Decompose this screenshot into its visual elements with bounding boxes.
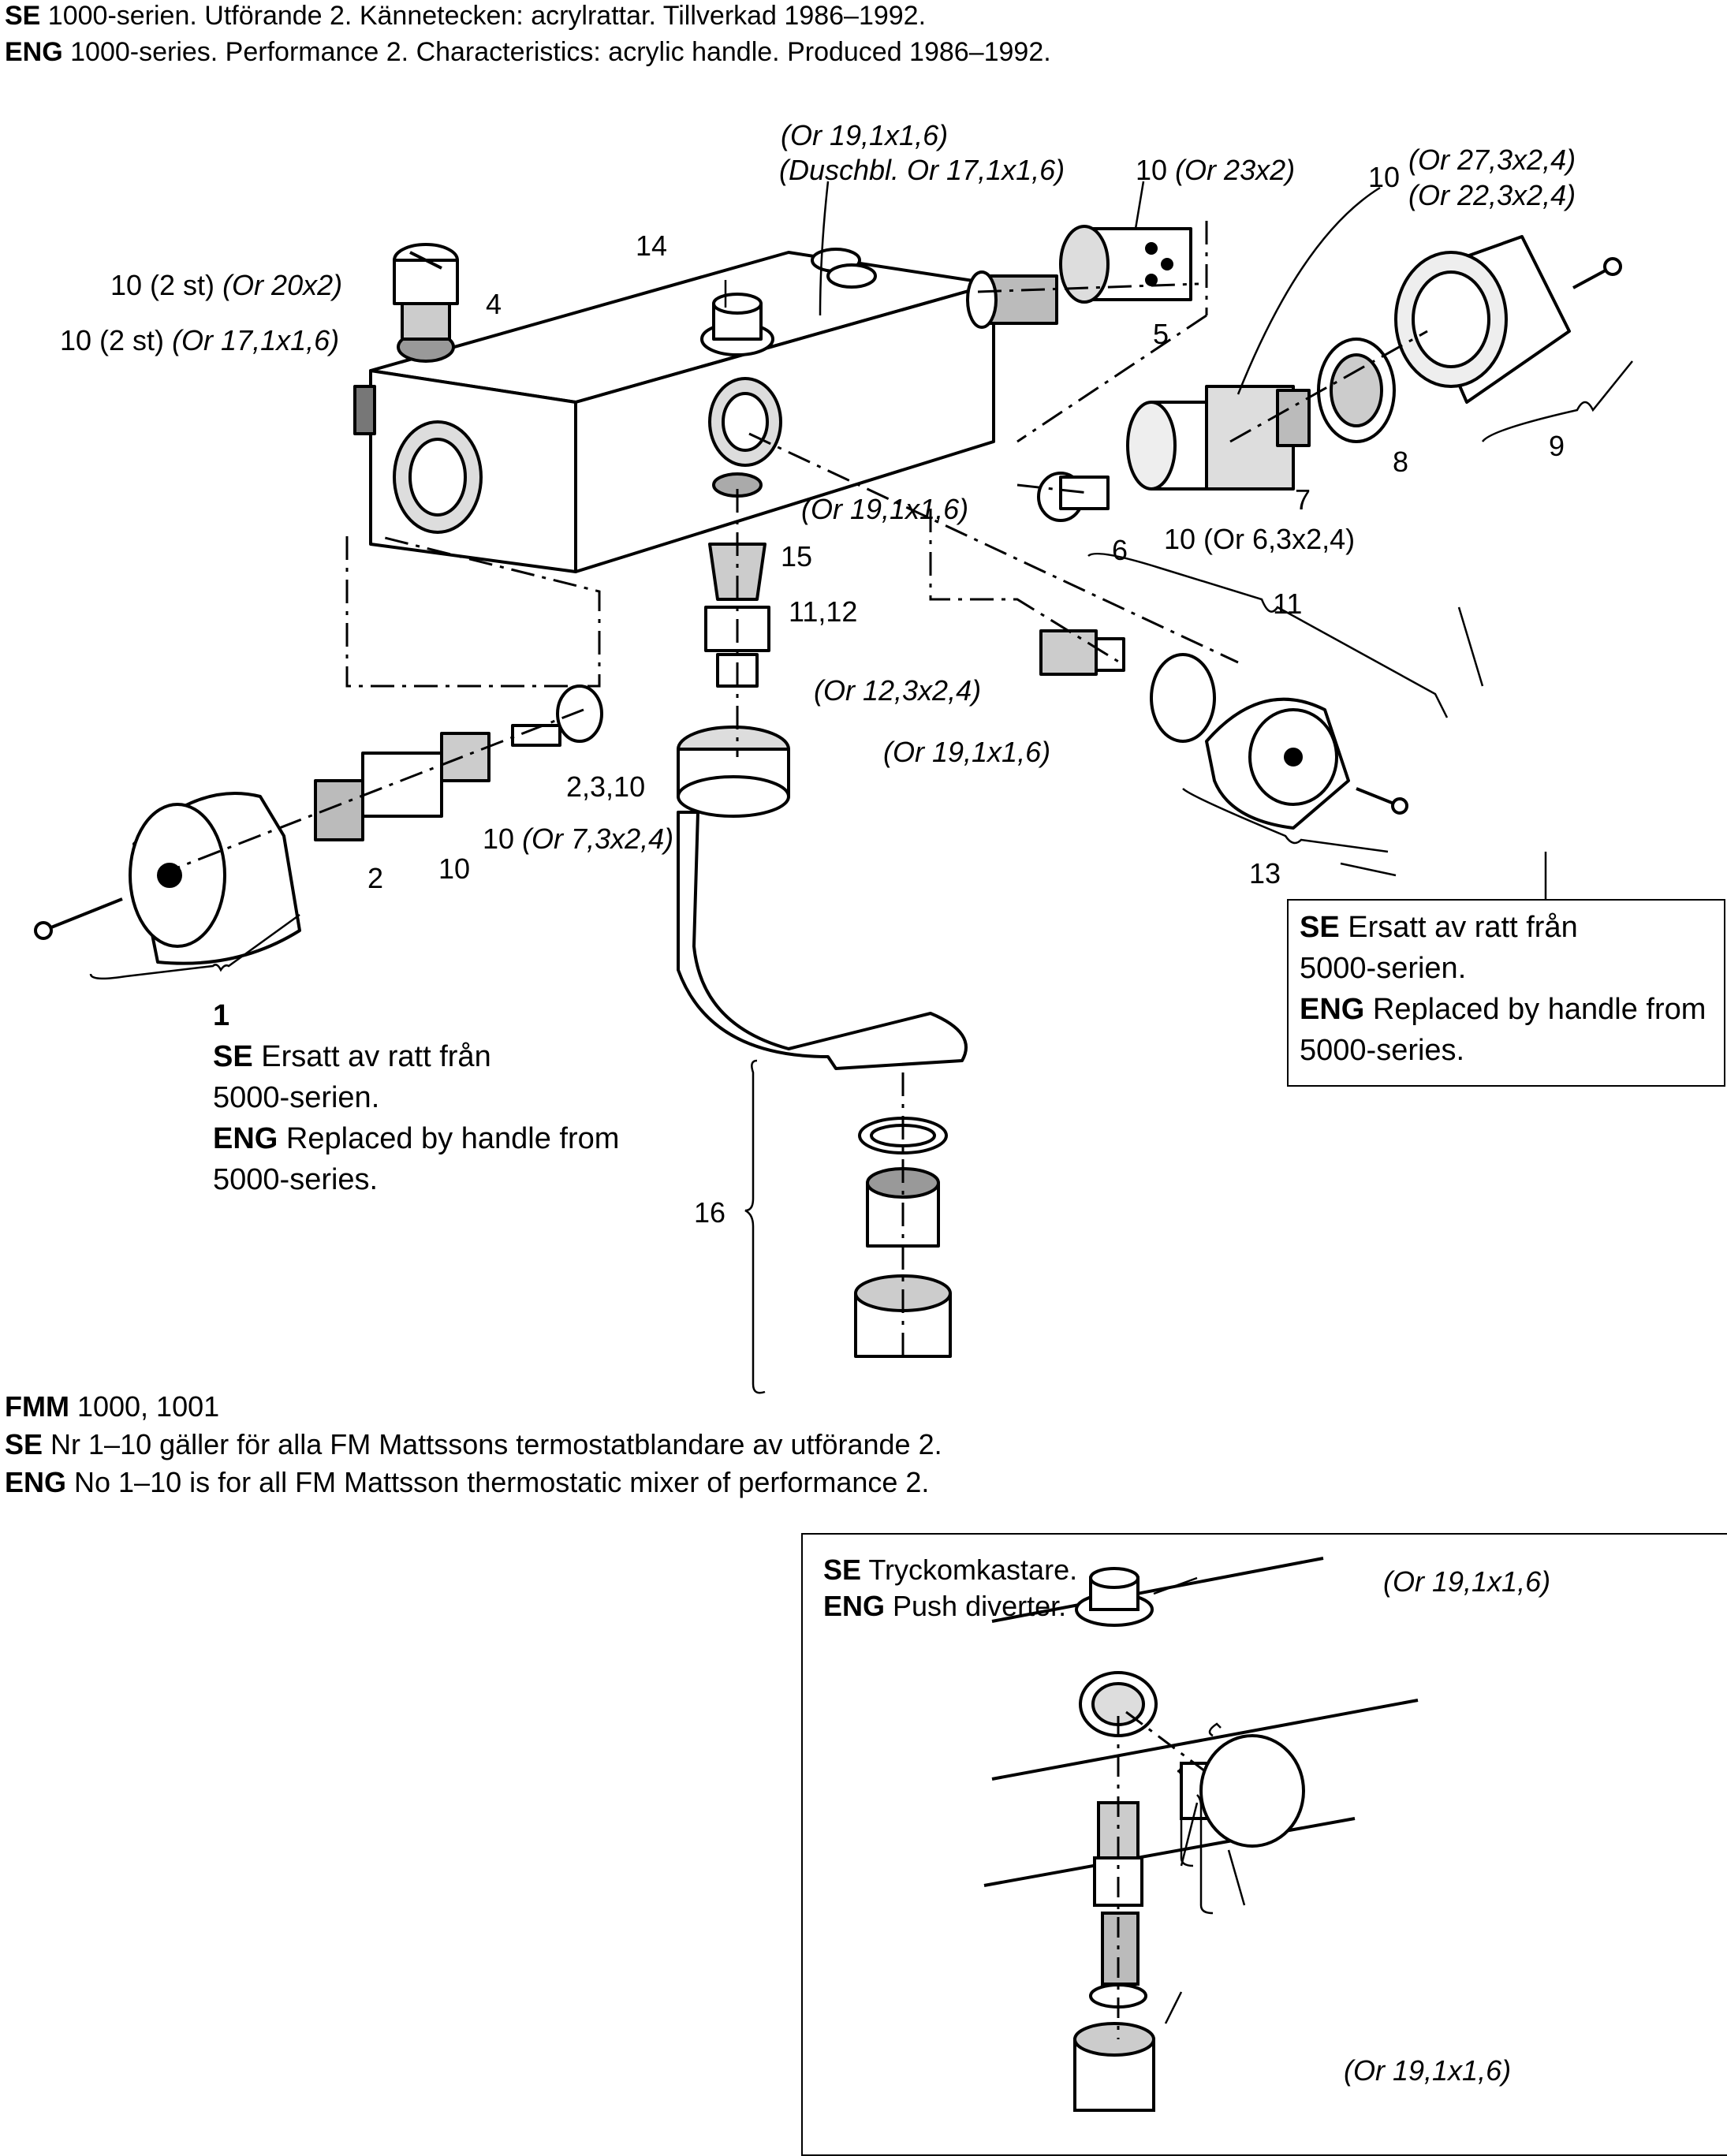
part-14 bbox=[700, 293, 774, 356]
part-13-handle bbox=[1205, 697, 1350, 830]
right-note-eng-2: 5000-series. bbox=[1300, 1034, 1465, 1067]
part-2 bbox=[314, 684, 603, 841]
label-11: 11 bbox=[1273, 587, 1303, 620]
label-duschbl: (Duschbl. Or 17,1x1,6) bbox=[779, 154, 1065, 186]
label-14: 14 bbox=[636, 229, 668, 262]
label-or-19-b: (Or 19,1x1,6) bbox=[883, 736, 1051, 768]
label-2: 2 bbox=[367, 862, 384, 894]
label-10: 10 bbox=[438, 852, 471, 885]
header-eng-line: ENG 1000-series. Performance 2. Characte… bbox=[5, 37, 1051, 67]
right-note-box: SE Ersatt av ratt från 5000-serien. ENG … bbox=[1287, 899, 1725, 1087]
label-10-2st-or17: 10 (2 st) (Or 17,1x1,6) bbox=[60, 324, 340, 356]
label-or-22: (Or 22,3x2,4) bbox=[1408, 179, 1576, 211]
label-13: 13 bbox=[1249, 857, 1281, 890]
inset-or-top: (Or 19,1x1,6) bbox=[1383, 1565, 1551, 1598]
inset-caption: SE Tryckomkastare. ENG Push diverter. bbox=[823, 1552, 1077, 1624]
left-note: 1 SE Ersatt av ratt från 5000-serien. EN… bbox=[213, 995, 619, 1200]
footer-eng: ENG No 1–10 is for all FM Mattsson therm… bbox=[5, 1466, 930, 1498]
label-1: 1 bbox=[213, 999, 230, 1032]
label-10-2st-or20: 10 (2 st) (Or 20x2) bbox=[110, 269, 343, 301]
part-7 bbox=[1126, 385, 1311, 491]
label-10-or7: 10 (Or 7,3x2,4) bbox=[483, 822, 674, 855]
right-note: SE Ersatt av ratt från 5000-serien. ENG … bbox=[1300, 907, 1706, 1071]
label-10-or6: 10 (Or 6,3x2,4) bbox=[1164, 523, 1356, 555]
part-9 bbox=[1394, 235, 1571, 404]
spout bbox=[677, 726, 968, 1070]
label-10-or27: 10 bbox=[1368, 161, 1401, 193]
footer-se: SE Nr 1–10 gäller för alla FM Mattssons … bbox=[5, 1428, 942, 1460]
part-5 bbox=[966, 225, 1192, 329]
left-note-eng-2: 5000-series. bbox=[213, 1163, 379, 1196]
footer-fmm: FMM 1000, 1001 bbox=[5, 1390, 220, 1423]
label-7: 7 bbox=[1295, 483, 1311, 516]
label-9: 9 bbox=[1549, 430, 1565, 462]
label-6: 6 bbox=[1112, 534, 1128, 566]
part-1-handle bbox=[129, 792, 301, 965]
label-or-12: (Or 12,3x2,4) bbox=[814, 674, 982, 707]
label-15: 15 bbox=[781, 540, 813, 573]
header-se-line: SE 1000-serien. Utförande 2. Kännetecken… bbox=[5, 1, 927, 31]
part-4 bbox=[393, 243, 459, 341]
right-note-se: SE Ersatt av ratt från bbox=[1300, 911, 1578, 944]
label-5: 5 bbox=[1153, 318, 1169, 350]
left-note-se-2: 5000-serien. bbox=[213, 1081, 380, 1114]
left-note-eng: ENG Replaced by handle from bbox=[213, 1122, 620, 1155]
label-10-or23: 10 (Or 23x2) bbox=[1136, 154, 1296, 186]
inset-push-diverter: SE Tryckomkastare. ENG Push diverter. (O… bbox=[801, 1533, 1727, 2156]
label-or-19-mid: (Or 19,1x1,6) bbox=[801, 493, 969, 525]
inset-or-bottom: (Or 19,1x1,6) bbox=[1344, 2054, 1512, 2087]
part-right-spindle bbox=[1039, 629, 1216, 743]
right-note-se-2: 5000-serien. bbox=[1300, 952, 1467, 985]
label-or-19-top: (Or 19,1x1,6) bbox=[781, 119, 949, 151]
label-16: 16 bbox=[694, 1196, 726, 1229]
label-8: 8 bbox=[1393, 446, 1409, 478]
label-4: 4 bbox=[486, 288, 502, 320]
inset-se: SE Tryckomkastare. bbox=[823, 1554, 1078, 1586]
inset-eng: ENG Push diverter. bbox=[823, 1590, 1067, 1622]
right-note-eng: ENG Replaced by handle from bbox=[1300, 993, 1706, 1026]
label-or-27: (Or 27,3x2,4) bbox=[1408, 144, 1576, 176]
label-2-3-10: 2,3,10 bbox=[566, 770, 646, 803]
left-note-se: SE Ersatt av ratt från bbox=[213, 1040, 491, 1073]
label-11-12: 11,12 bbox=[789, 595, 858, 628]
inset-drawing bbox=[983, 1557, 1419, 2112]
